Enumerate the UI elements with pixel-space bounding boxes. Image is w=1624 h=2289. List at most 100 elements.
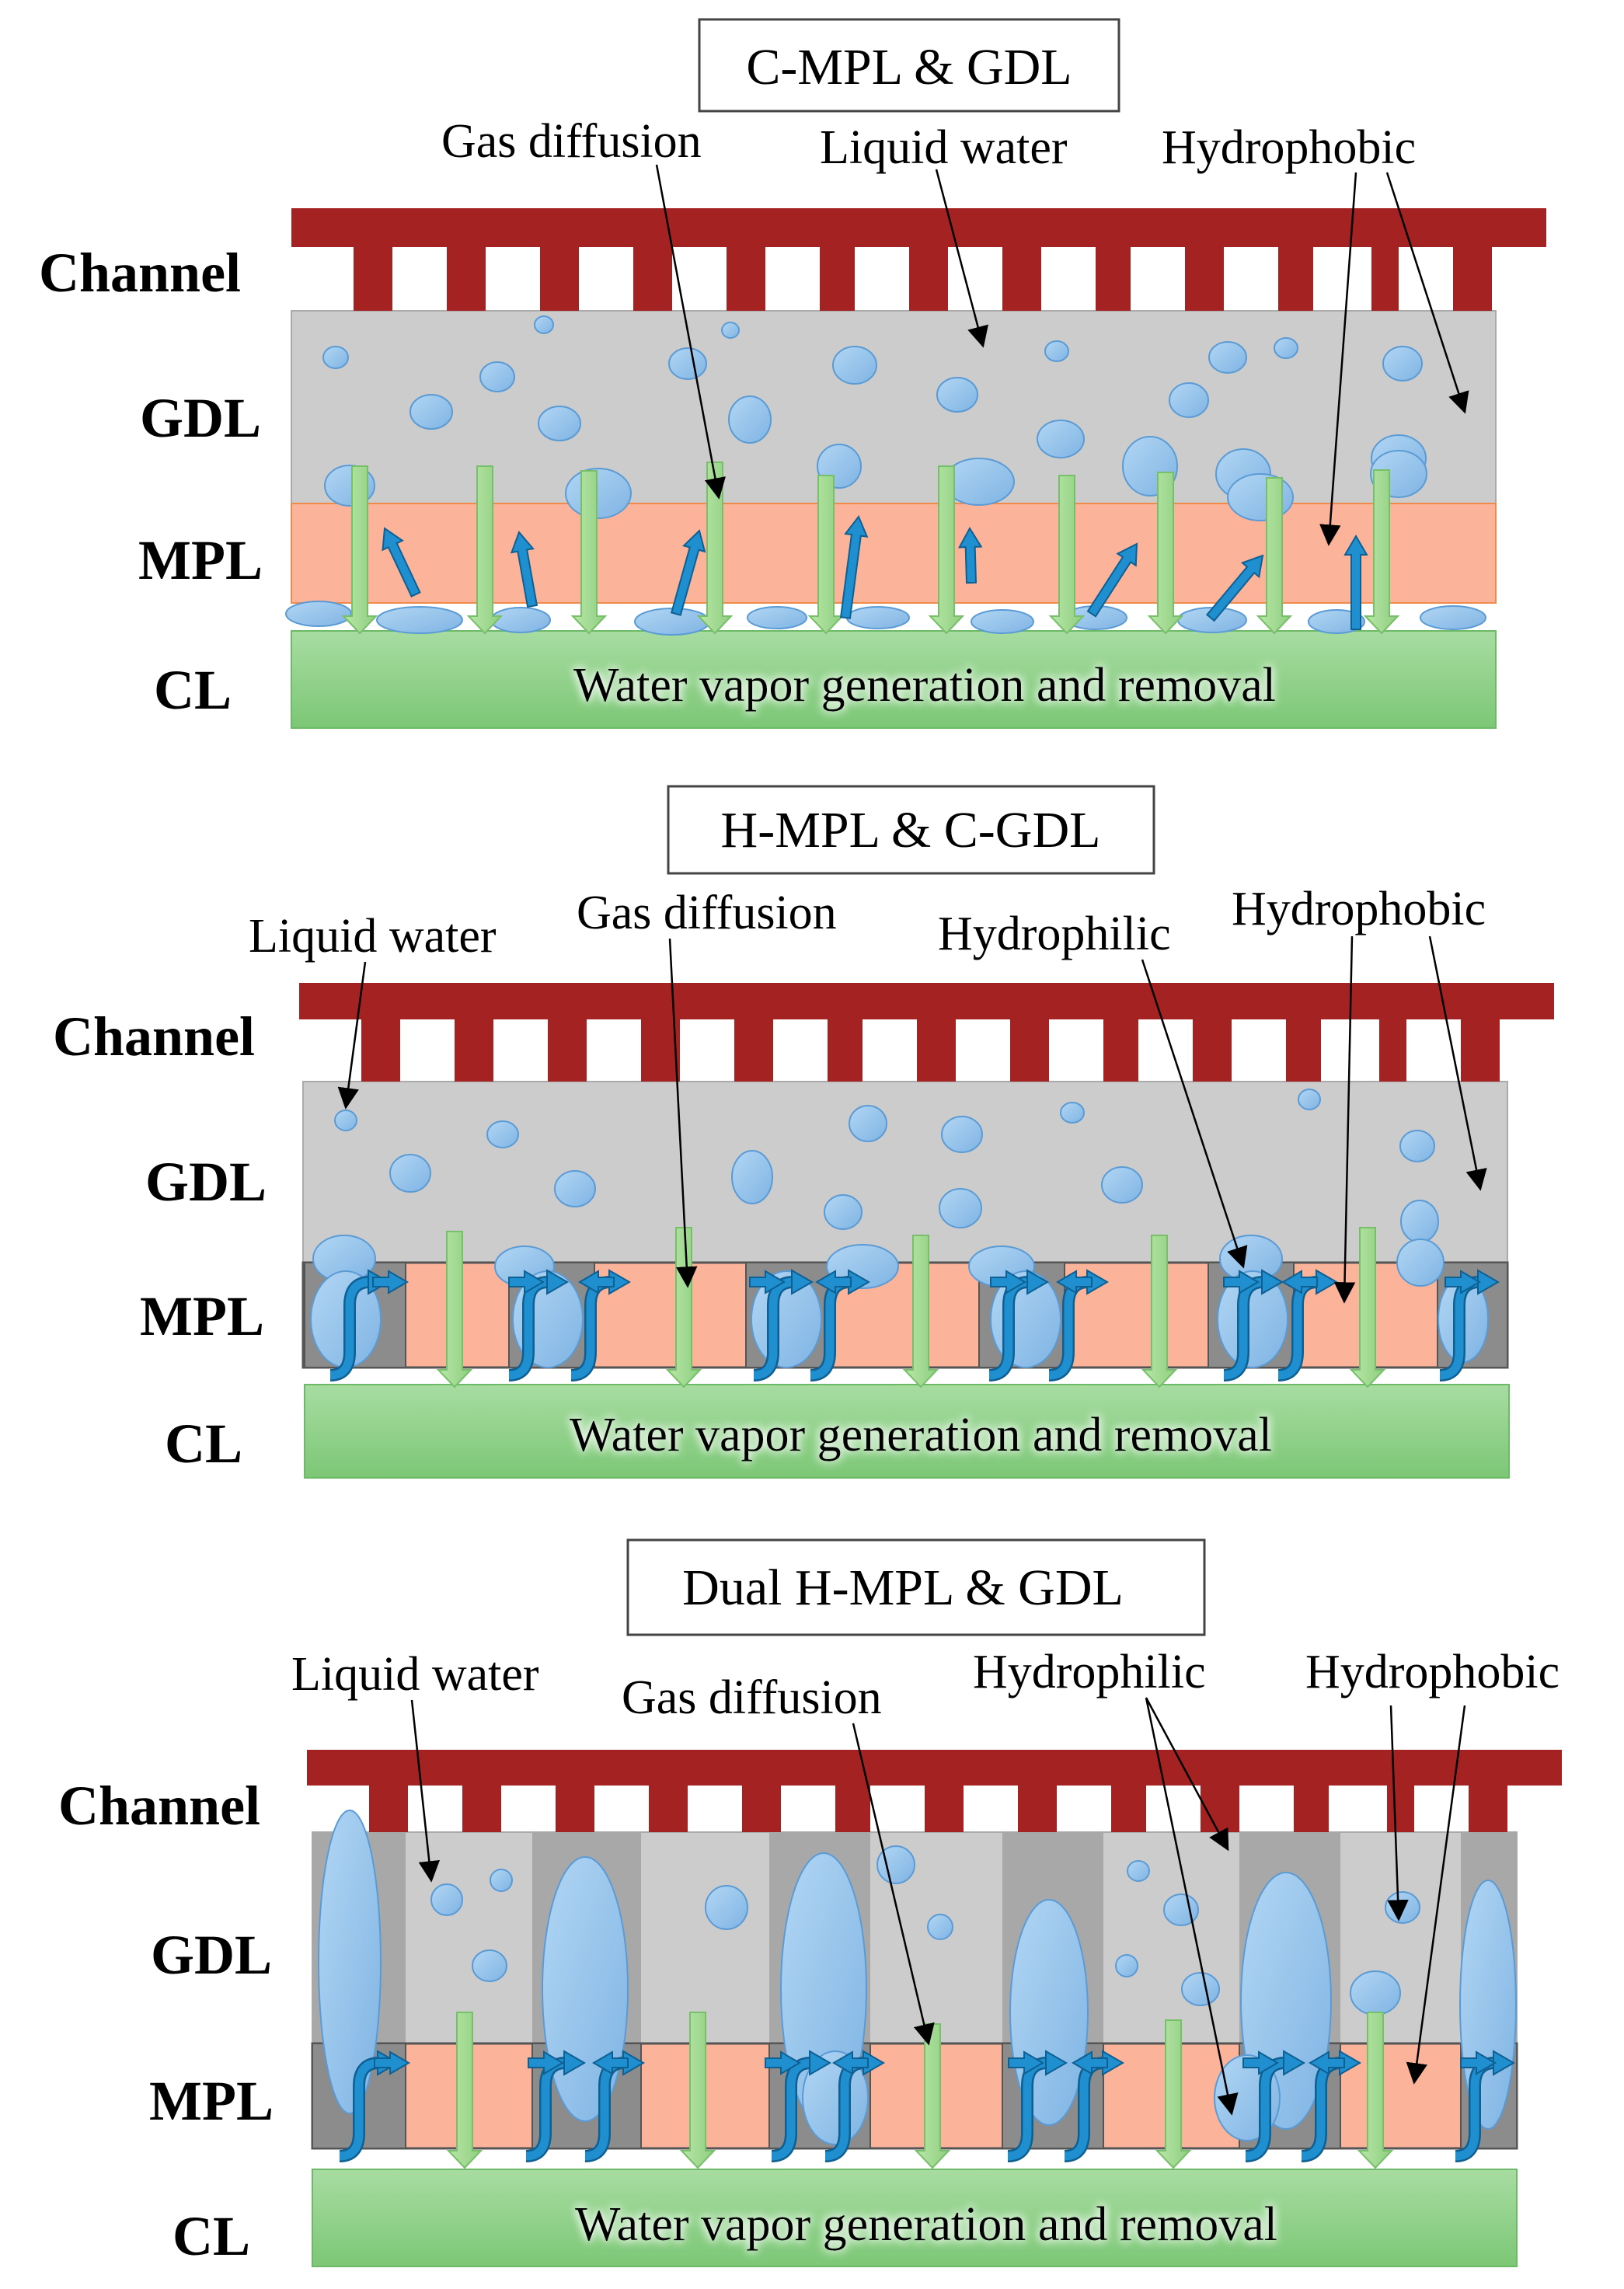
- annotation-liquid-water: Liquid water: [820, 121, 1068, 174]
- water-transport-arrow: [510, 531, 538, 608]
- pointer-gas-diffusion: [668, 938, 698, 1288]
- water-droplet: [1037, 420, 1085, 458]
- water-transport-arrow: [990, 1270, 1026, 1294]
- pointer-hydrophilic: [1141, 959, 1248, 1269]
- annotation-pointers: [410, 1697, 1466, 2116]
- water-transport-arrow: [749, 1270, 786, 1294]
- water-transport-arrow: [670, 529, 706, 616]
- water-droplet: [1208, 341, 1247, 374]
- water-droplet: [1227, 473, 1294, 521]
- gas-diffusion-arrow: [1155, 2019, 1192, 2169]
- water-droplet: [747, 606, 807, 629]
- water-transport-arrow: [592, 2050, 629, 2075]
- panel-h-mpl-c-gdl: H-MPL & C-GDL Liquid water Gas diffusion…: [53, 785, 1554, 1479]
- droplets: [285, 315, 1486, 636]
- pointer-hydrophobic-mpl: [1333, 935, 1356, 1304]
- label-gdl: GDL: [151, 1924, 272, 1986]
- gas-diffusion-arrow: [341, 465, 378, 635]
- channel-layer: [307, 1750, 1562, 1832]
- gas-diffusion-arrow: [436, 1231, 473, 1388]
- cl-caption: Water vapor generation and removal: [570, 1409, 1272, 1462]
- water-droplet: [1163, 1894, 1199, 1926]
- water-transport-arrow: [508, 1270, 545, 1294]
- water-droplet: [389, 1154, 431, 1193]
- water-transport-arrow: [374, 2050, 410, 2075]
- water-transport-arrow-head: [546, 1269, 570, 1295]
- water-droplet: [1420, 605, 1486, 630]
- water-transport-arrow-head: [1026, 1269, 1050, 1295]
- label-cl: CL: [173, 2205, 250, 2267]
- cl-caption: Water vapor generation and removal: [573, 659, 1276, 712]
- water-transport-arrow: [578, 1270, 615, 1294]
- water-droplet: [554, 1170, 596, 1207]
- label-mpl: MPL: [140, 1285, 264, 1347]
- annotation-hydrophobic: Hydrophobic: [1305, 1646, 1560, 1698]
- water-transport-arrow: [1008, 2050, 1044, 2075]
- gas-diffusion-arrow: [1357, 2012, 1394, 2169]
- water-transport-arrow: [1343, 535, 1368, 630]
- water-droplet: [705, 1885, 748, 1930]
- water-transport-arrow: [839, 515, 869, 619]
- water-droplet: [1101, 1166, 1143, 1204]
- water-droplet: [565, 468, 632, 519]
- gdl-layer: [291, 310, 1497, 510]
- gas-diffusion-arrow: [1147, 472, 1184, 635]
- gas-diffusion-arrow: [928, 465, 965, 635]
- water-droplet: [1127, 1860, 1150, 1882]
- gas-diffusion-arrow: [665, 1227, 702, 1388]
- water-droplet: [876, 1845, 915, 1884]
- water-droplet: [731, 1150, 773, 1204]
- annotation-hydrophobic: Hydrophobic: [1232, 883, 1486, 935]
- cl-caption: Water vapor generation and removal: [575, 2198, 1277, 2251]
- water-transport-arrows: [382, 515, 1368, 630]
- gas-diffusion-arrow: [446, 2012, 483, 2169]
- label-channel: Channel: [53, 1005, 255, 1068]
- water-droplet: [941, 1116, 983, 1153]
- pointer-hydrophobic-mpl: [1406, 1705, 1466, 2085]
- label-gdl: GDL: [140, 387, 261, 449]
- water-droplet: [1060, 1102, 1085, 1124]
- water-droplet: [490, 1869, 513, 1892]
- water-droplet: [285, 601, 352, 627]
- annotation-hydrophilic: Hydrophilic: [938, 908, 1171, 960]
- pointer-liquid-water: [935, 169, 988, 348]
- water-transport-arrow: [957, 527, 983, 584]
- water-droplet: [1298, 1089, 1321, 1110]
- gas-diffusion-arrow: [466, 465, 504, 635]
- water-transport-arrow: [1086, 542, 1138, 618]
- water-transport-arrow-head: [1045, 2050, 1068, 2076]
- water-transport-arrow: [1445, 1270, 1481, 1294]
- gas-diffusion-arrow: [807, 475, 845, 635]
- gas-diffusion-arrow: [1141, 1235, 1178, 1388]
- water-droplet: [1385, 1891, 1420, 1924]
- panel-dual-h-mpl-gdl: Dual H-MPL & GDL Liquid water Gas diffus…: [58, 1538, 1562, 2267]
- panel-title: Dual H-MPL & GDL: [682, 1559, 1124, 1616]
- gas-diffusion-arrows: [446, 2012, 1394, 2169]
- water-transport-arrow: [1281, 1270, 1318, 1294]
- annotation-gas-diffusion: Gas diffusion: [577, 887, 837, 939]
- water-transport-arrow-head: [1283, 2050, 1306, 2076]
- water-transport-arrow-body: [329, 1277, 371, 1380]
- water-droplet: [927, 1914, 953, 1940]
- droplets: [318, 1810, 1517, 2145]
- cl-layer: [312, 2169, 1518, 2267]
- gdl-layer: [302, 1081, 1508, 1269]
- pointer-liquid-water: [337, 961, 367, 1110]
- water-droplet: [318, 1810, 382, 2114]
- label-mpl: MPL: [138, 529, 263, 591]
- gas-diffusion-arrow: [914, 2023, 951, 2169]
- water-transport-arrow-body: [339, 2058, 380, 2161]
- water-transport-arrows: [329, 1269, 1500, 1381]
- panel-title-box: [667, 785, 1155, 875]
- water-droplet: [849, 1105, 887, 1142]
- water-droplet: [939, 1188, 982, 1228]
- water-droplet: [1044, 340, 1069, 362]
- water-transport-arrow-body: [771, 2058, 812, 2161]
- pointer-liquid-water: [410, 1699, 441, 1883]
- annotation-hydrophilic: Hydrophilic: [973, 1646, 1206, 1698]
- pointer-hydrophobic-gdl: [1428, 935, 1487, 1191]
- annotation-hydrophobic: Hydrophobic: [1162, 121, 1416, 174]
- water-droplet: [1382, 346, 1423, 382]
- water-transport-arrow: [1205, 554, 1264, 622]
